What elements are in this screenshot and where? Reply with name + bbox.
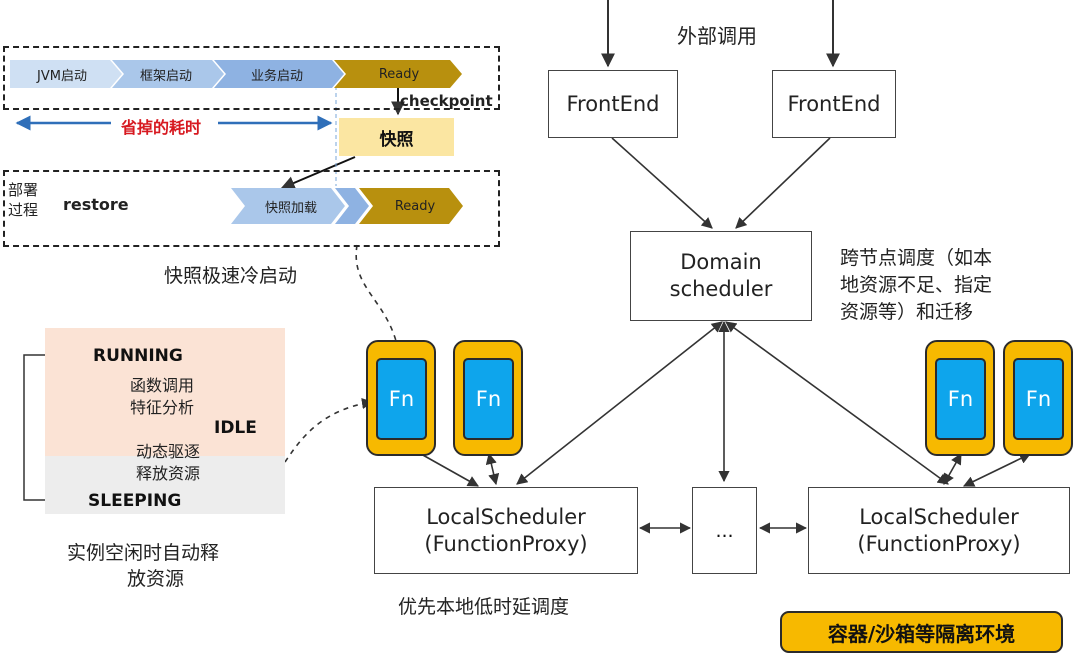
domain-line-2: scheduler [669, 277, 773, 301]
cross-node-note: 跨节点调度（如本 地资源不足、指定 资源等）和迁移 [840, 245, 992, 326]
state-running: RUNNING [93, 346, 183, 366]
running-note-line-1: 函数调用 [130, 376, 195, 395]
local-scheduler-title: LocalScheduler [426, 504, 586, 529]
snapshot-to-fn-dashed-arrow [355, 244, 403, 356]
fn-container: Fn [1003, 340, 1073, 456]
local-scheduler-subtitle: (FunctionProxy) [424, 531, 588, 556]
state-idle: IDLE [214, 418, 257, 438]
cross-node-note-line-1: 跨节点调度（如本 [840, 247, 993, 269]
external-call-label: 外部调用 [677, 24, 757, 48]
state-sleeping: SLEEPING [88, 491, 182, 511]
restore-mid-shape [335, 188, 369, 224]
deploy-label-line-1: 部署 [8, 181, 39, 199]
local-scheduler-left: LocalScheduler (FunctionProxy) [374, 487, 638, 574]
sleeping-zone [45, 456, 285, 514]
lifecycle-caption-line-1: 实例空闲时自动释 [67, 542, 220, 564]
stage-jvm: JVM启动 [37, 68, 87, 84]
lifecycle-caption-line-2: 放资源 [127, 568, 185, 590]
frontend-label: FrontEnd [566, 92, 660, 116]
frontend-box-right: FrontEnd [772, 70, 896, 138]
restore-label: restore [63, 195, 129, 214]
stage-framework-shape [112, 60, 224, 88]
domain-line-1: Domain [680, 250, 762, 274]
domain-local-arrow [516, 321, 723, 485]
startup-dashed-frame [3, 46, 500, 110]
fn-instance: Fn [1013, 358, 1064, 440]
restore-stage-ready: Ready [394, 198, 436, 214]
deploy-label-line-2: 过程 [8, 201, 39, 219]
restore-stage-load: 快照加载 [264, 200, 317, 216]
local-scheduler-title: LocalScheduler [859, 504, 1019, 529]
stage-framework: 框架启动 [139, 68, 192, 84]
snapshot-box: 快照 [339, 118, 454, 156]
stage-jvm-shape [10, 60, 122, 88]
fn-container: Fn [453, 340, 523, 456]
isolation-legend: 容器/沙箱等隔离环境 [780, 611, 1063, 653]
local-scheduler-subtitle: (FunctionProxy) [857, 531, 1021, 556]
fn-instance: Fn [935, 358, 986, 440]
startup-stage-chevrons [10, 60, 462, 88]
restore-stage-chevrons [231, 188, 463, 224]
running-zone [45, 328, 285, 456]
lifecycle-to-fn-dashed-arrow [284, 398, 374, 463]
idle-note: 动态驱逐 释放资源 [136, 441, 200, 485]
stage-ready: Ready [378, 66, 420, 82]
frontend-box-left: FrontEnd [548, 70, 678, 138]
fn-instance: Fn [463, 358, 514, 440]
idle-note-line-1: 动态驱逐 [136, 442, 201, 461]
cross-node-note-line-2: 地资源不足、指定 [840, 274, 993, 296]
running-note: 函数调用 特征分析 [130, 375, 194, 419]
snapshot-caption: 快照极速冷启动 [164, 265, 298, 287]
stage-ready-shape [334, 60, 462, 88]
checkpoint-label: checkpoint [400, 92, 493, 110]
local-fn-arrow [962, 453, 1032, 487]
local-fn-arrow [485, 452, 500, 486]
saved-time-label: 省掉的耗时 [121, 118, 202, 137]
frontend-to-domain-arrow [735, 137, 831, 229]
idle-note-line-2: 释放资源 [136, 464, 201, 483]
running-note-line-2: 特征分析 [130, 398, 195, 417]
deploy-label: 部署 过程 [8, 180, 38, 220]
local-fn-arrow [943, 453, 962, 485]
ellipsis-text: ... [715, 519, 734, 542]
restore-arrow [280, 156, 356, 190]
restore-ready-shape [359, 188, 463, 224]
frontend-to-domain-arrow [611, 137, 713, 229]
fn-container: Fn [366, 340, 436, 456]
fn-container: Fn [925, 340, 995, 456]
frontend-label: FrontEnd [787, 92, 881, 116]
domain-scheduler-box: Domain scheduler [630, 231, 812, 321]
local-scheduler-right: LocalScheduler (FunctionProxy) [808, 487, 1070, 574]
stage-business-shape [214, 60, 344, 88]
stage-business: 业务启动 [250, 68, 303, 84]
deploy-dashed-frame [3, 170, 500, 247]
lifecycle-caption: 实例空闲时自动释 放资源 [67, 540, 219, 592]
local-priority-caption: 优先本地低时延调度 [398, 596, 570, 618]
ellipsis-box: ... [692, 487, 757, 574]
domain-local-arrow [725, 321, 949, 485]
fn-instance: Fn [376, 358, 427, 440]
restore-load-shape [231, 188, 345, 224]
cross-node-note-line-3: 资源等）和迁移 [840, 301, 974, 323]
